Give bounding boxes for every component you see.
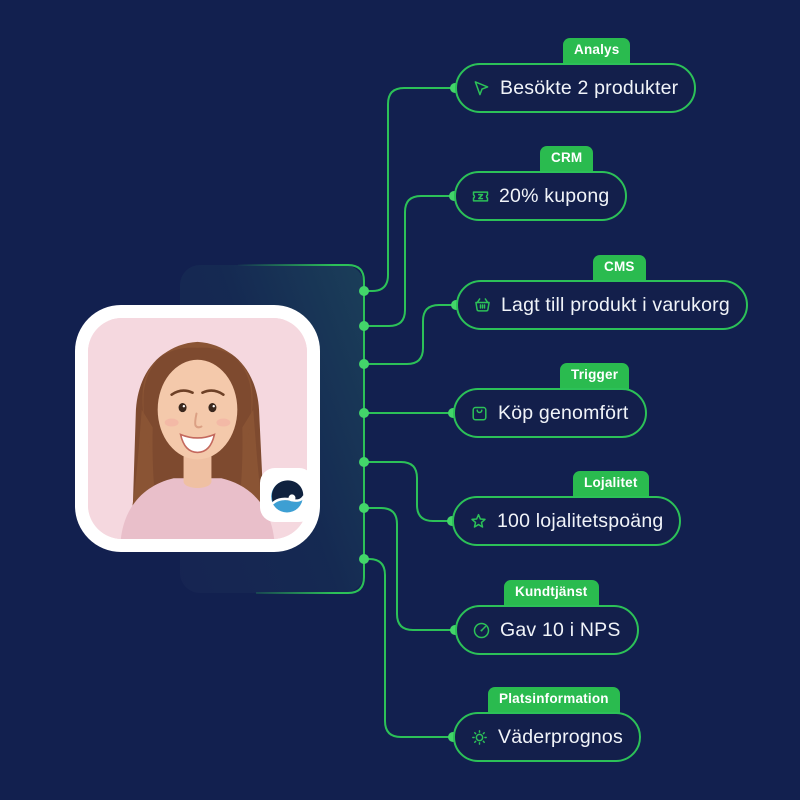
event-label: Gav 10 i NPS (500, 618, 621, 641)
event-pill: 20% kupong (454, 171, 628, 221)
flow-item-lojalitet: Lojalitet 100 lojalitetspoäng (452, 471, 682, 546)
customer-photo-card (75, 305, 320, 552)
event-label: 100 lojalitetspoäng (497, 509, 664, 532)
voyado-logo (271, 480, 305, 513)
event-pill: Köp genomfört (453, 388, 647, 438)
star-icon (468, 511, 489, 532)
shopping-bag-icon (469, 403, 490, 424)
flow-item-cms: CMS Lagt till produkt i varukorg (456, 255, 748, 330)
event-label: Lagt till produkt i varukorg (501, 293, 730, 316)
event-pill: Lagt till produkt i varukorg (456, 280, 748, 330)
event-pill: Gav 10 i NPS (455, 605, 639, 655)
coupon-icon (470, 186, 491, 207)
event-pill: Väderprognos (453, 712, 641, 762)
event-label: 20% kupong (499, 184, 610, 207)
sun-icon (469, 727, 490, 748)
event-label: Besökte 2 produkter (500, 76, 679, 99)
customer-photo (88, 318, 307, 539)
flow-item-platsinformation: Platsinformation Väderprognos (453, 687, 641, 762)
cursor-icon (471, 78, 492, 99)
flow-item-trigger: Trigger Köp genomfört (453, 363, 647, 438)
flow-item-crm: CRM 20% kupong (454, 146, 628, 221)
gauge-icon (471, 620, 492, 641)
event-pill: Besökte 2 produkter (455, 63, 697, 113)
flow-item-analys: Analys Besökte 2 produkter (455, 38, 697, 113)
basket-icon (472, 295, 493, 316)
event-label: Väderprognos (498, 725, 623, 748)
brand-logo-badge (260, 468, 314, 522)
event-label: Köp genomfört (498, 401, 629, 424)
event-pill: 100 lojalitetspoäng (452, 496, 682, 546)
flow-item-kundtjanst: Kundtjänst Gav 10 i NPS (455, 580, 639, 655)
